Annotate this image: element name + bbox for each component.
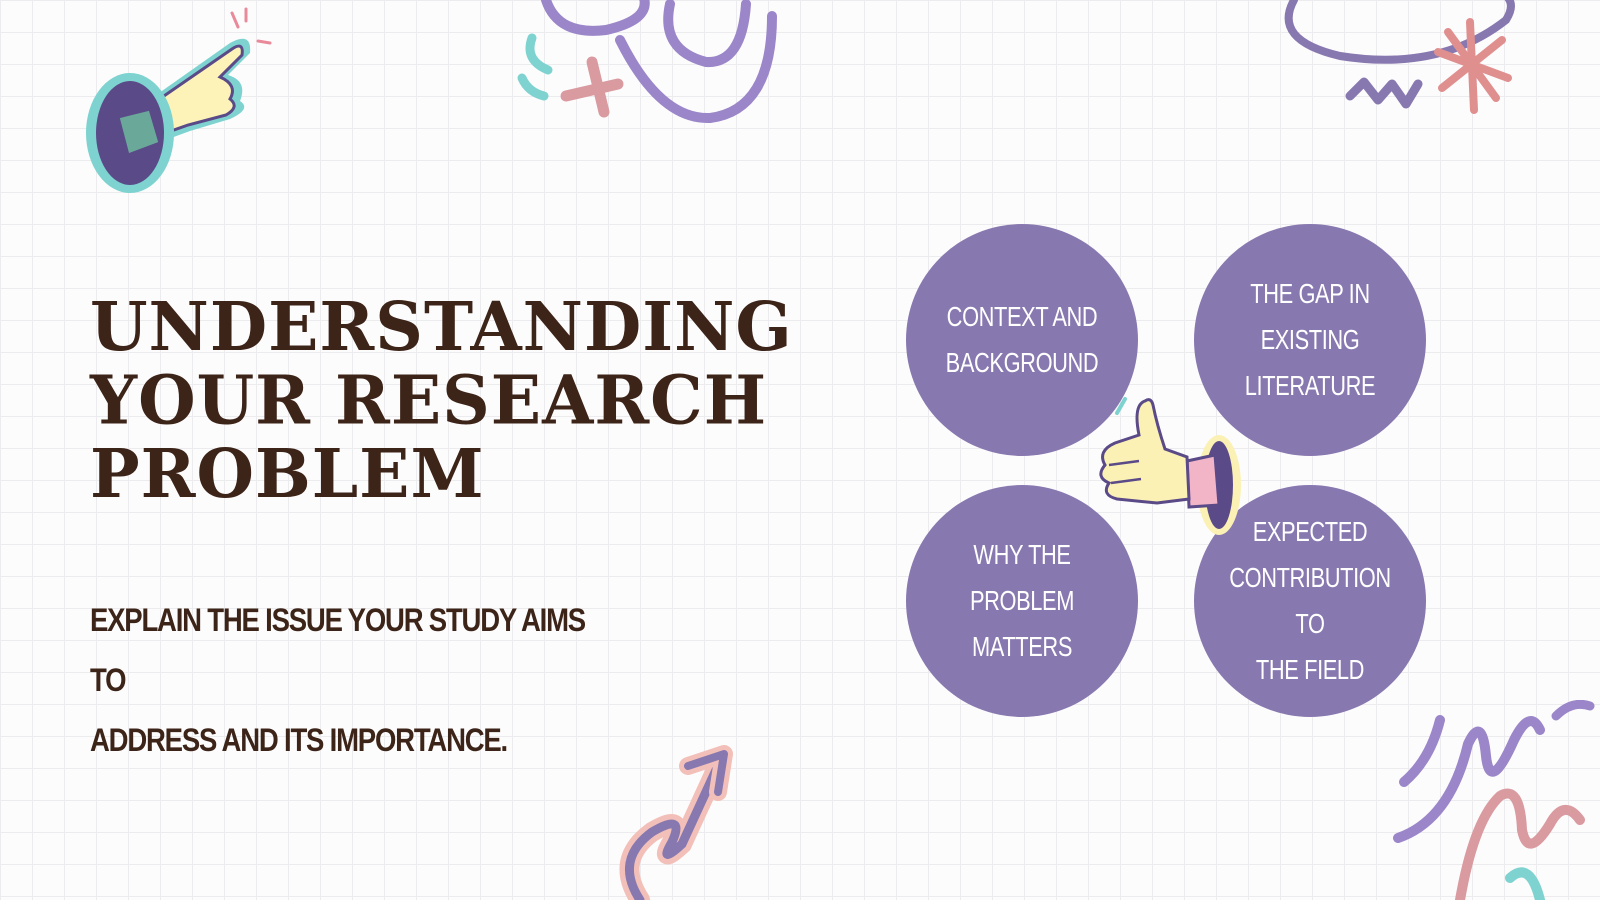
- circle-gap-literature: THE GAP IN EXISTING LITERATURE: [1194, 224, 1426, 456]
- slide-title: UNDERSTANDING YOUR RESEARCH PROBLEM: [90, 290, 850, 510]
- circle-text: BACKGROUND: [945, 347, 1099, 378]
- subtitle-line: EXPLAIN THE ISSUE YOUR STUDY AIMS TO: [90, 602, 586, 698]
- circle-context-background: CONTEXT AND BACKGROUND: [906, 224, 1138, 456]
- circle-text: EXPECTED: [1252, 516, 1368, 547]
- circle-text: THE FIELD: [1255, 654, 1365, 685]
- squiggle-doodle: [1393, 700, 1595, 900]
- circle-text: WHY THE: [973, 539, 1071, 570]
- circle-text: CONTRIBUTION TO: [1229, 562, 1391, 639]
- circle-text: EXISTING: [1260, 324, 1360, 355]
- scribble-doodle: [517, 0, 777, 124]
- circle-text: PROBLEM: [969, 585, 1075, 616]
- curly-arrow-icon: [619, 745, 733, 900]
- title-line: YOUR RESEARCH: [90, 360, 768, 440]
- slide-subtitle: EXPLAIN THE ISSUE YOUR STUDY AIMS TO ADD…: [90, 590, 606, 770]
- circle-text: MATTERS: [971, 631, 1072, 662]
- circle-text: THE GAP IN: [1250, 278, 1370, 309]
- subtitle-line: ADDRESS AND ITS IMPORTANCE.: [90, 722, 508, 758]
- circle-why-matters: WHY THE PROBLEM MATTERS: [906, 485, 1138, 717]
- title-line: PROBLEM: [90, 433, 485, 514]
- thumbs-up-icon: [1099, 397, 1241, 535]
- asterisk-doodle: [1284, 0, 1515, 114]
- title-line: UNDERSTANDING: [90, 286, 793, 367]
- circle-text: LITERATURE: [1244, 370, 1376, 401]
- pointing-hand-icon: [86, 7, 272, 193]
- circle-text: CONTEXT AND: [946, 301, 1098, 332]
